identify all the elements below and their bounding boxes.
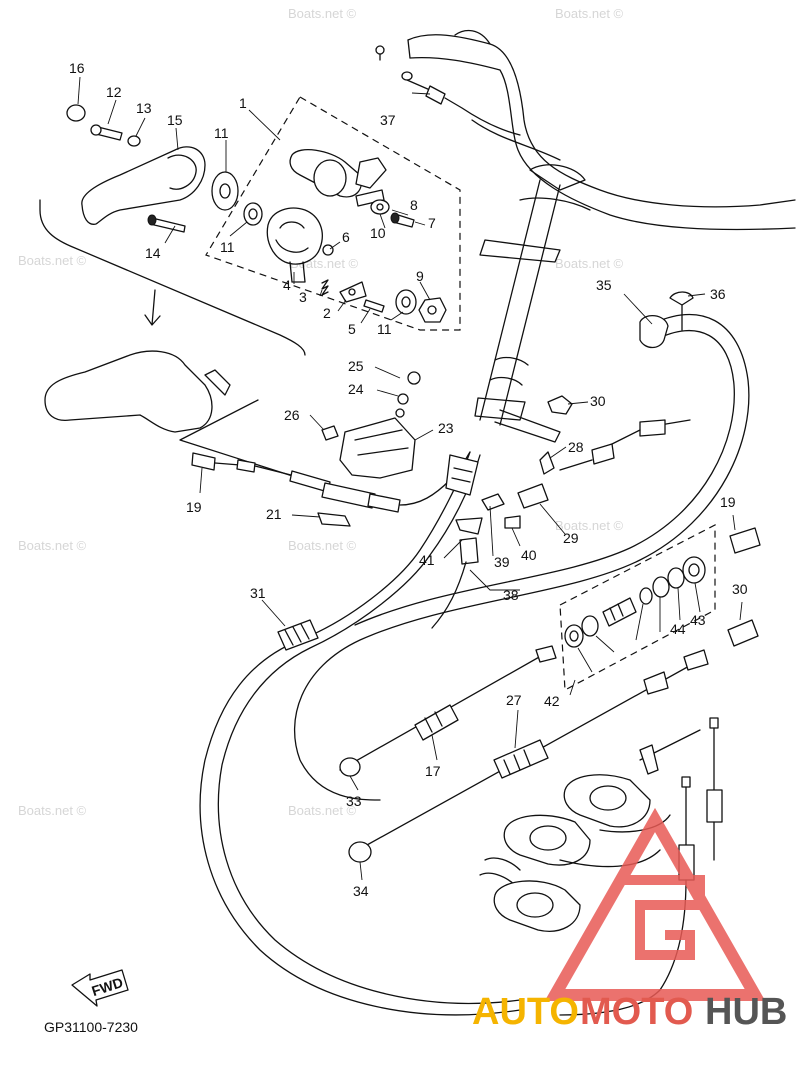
callout-39: 43 xyxy=(690,612,706,628)
callout-23: 25 xyxy=(348,358,364,374)
hand-inset xyxy=(39,199,306,481)
callout-18: 17 xyxy=(425,763,441,779)
callout-32: 36 xyxy=(710,286,726,302)
callout-7: 7 xyxy=(428,215,436,231)
callout-3: 3 xyxy=(299,289,307,305)
cables-lower xyxy=(199,291,750,1016)
callout-38: 42 xyxy=(544,693,560,709)
callout-36: 40 xyxy=(521,547,537,563)
callouts: 16 12 13 15 11 1 14 11 6 8 7 10 9 4 3 2 … xyxy=(69,60,748,899)
callout-4: 4 xyxy=(283,277,291,293)
callout-30-lower: 34 xyxy=(353,883,369,899)
leader-lines xyxy=(77,76,743,881)
watermark: Boats.net © xyxy=(18,538,87,553)
brand-logo xyxy=(544,807,766,1001)
cables-long xyxy=(339,645,709,863)
throttle-cable-upper xyxy=(191,451,471,527)
brand-text: AUTO MOTO HUB xyxy=(472,991,787,1033)
cable-bracket xyxy=(321,371,421,479)
callout-21: 23 xyxy=(438,420,454,436)
callout-17: 16 xyxy=(69,60,85,76)
brand-part-hub: HUB xyxy=(705,991,787,1033)
watermark: Boats.net © xyxy=(18,253,87,268)
callout-15: 13 xyxy=(136,100,152,116)
watermark: Boats.net © xyxy=(288,6,357,21)
callout-11-right: 11 xyxy=(377,321,392,337)
callout-5: 5 xyxy=(348,321,356,337)
callout-27-top: 29 xyxy=(563,530,579,546)
callout-2: 2 xyxy=(323,305,331,321)
callout-31: 35 xyxy=(596,277,612,293)
callout-33: 37 xyxy=(380,112,396,128)
watermark: Boats.net © xyxy=(288,803,357,818)
callout-10: 10 xyxy=(370,225,386,241)
brand-part-moto: MOTO xyxy=(580,991,693,1033)
callout-12: 11 xyxy=(214,125,229,141)
callout-16: 15 xyxy=(167,112,183,128)
callout-35: 39 xyxy=(494,554,510,570)
callout-30-upper: 33 xyxy=(346,793,362,809)
callout-11-left: 11 xyxy=(220,239,235,255)
callout-9: 9 xyxy=(416,268,424,284)
callout-24: 26 xyxy=(284,407,300,423)
adjuster-box xyxy=(559,524,761,691)
watermark: Boats.net © xyxy=(555,256,624,271)
watermark: Boats.net © xyxy=(288,538,357,553)
callout-6: 6 xyxy=(342,229,350,245)
callout-20: 21 xyxy=(266,506,282,522)
callout-19-right: 19 xyxy=(720,494,736,510)
callout-40: 44 xyxy=(670,621,686,637)
callout-22: 24 xyxy=(348,381,364,397)
callout-37: 41 xyxy=(419,552,435,568)
drawing-code: GP31100-7230 xyxy=(44,1019,138,1035)
callout-8: 8 xyxy=(410,197,418,213)
throttle-lever xyxy=(66,104,263,233)
callout-25: 27 xyxy=(506,692,522,708)
throttle-assembly-box xyxy=(205,96,461,331)
callout-26: 28 xyxy=(568,439,584,455)
callout-1: 1 xyxy=(239,95,247,111)
callout-27-right: 30 xyxy=(732,581,748,597)
callout-28: 30 xyxy=(590,393,606,409)
callout-19-left: 19 xyxy=(186,499,202,515)
callout-13: 14 xyxy=(145,245,161,261)
callout-29: 31 xyxy=(250,585,266,601)
watermark: Boats.net © xyxy=(555,6,624,21)
watermark: Boats.net © xyxy=(18,803,87,818)
callout-34: 38 xyxy=(503,587,519,603)
brand-part-auto: AUTO xyxy=(472,991,579,1033)
callout-14: 12 xyxy=(106,84,122,100)
cable-end-top xyxy=(375,45,521,136)
fwd-indicator: FWD xyxy=(71,969,129,1007)
handlebar xyxy=(407,29,796,443)
watermark: Boats.net © xyxy=(555,518,624,533)
